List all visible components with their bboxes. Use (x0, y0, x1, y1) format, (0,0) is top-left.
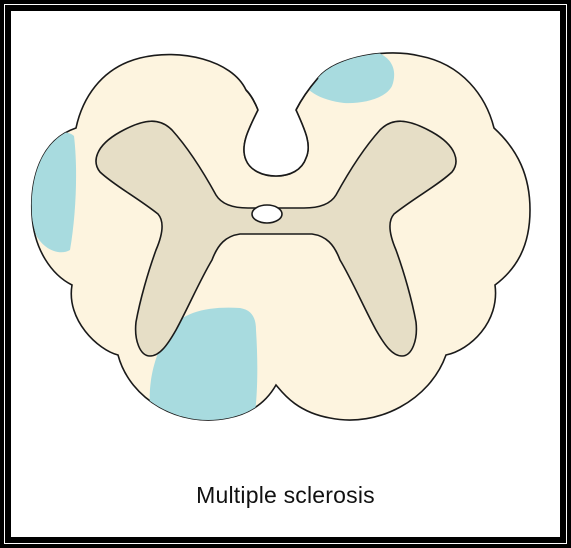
central-canal (252, 205, 282, 223)
lesion-lateral-left (30, 132, 76, 252)
caption: Multiple sclerosis (0, 482, 571, 509)
